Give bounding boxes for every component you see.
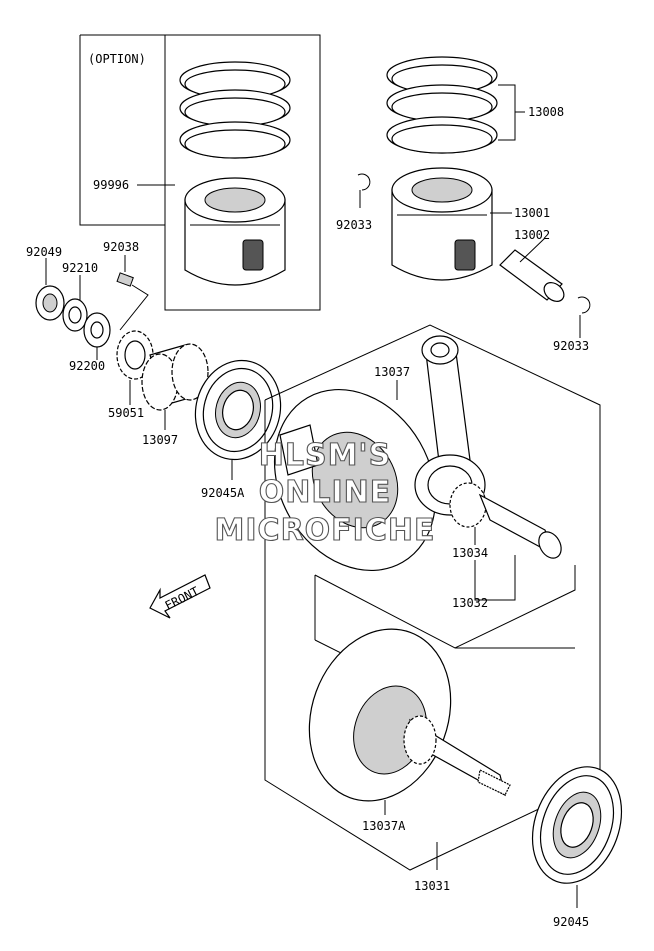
label-92033-top: 92033 — [336, 218, 372, 232]
option-piston-rings — [179, 61, 291, 159]
option-label: (OPTION) — [88, 52, 146, 66]
piston-rings — [386, 56, 498, 154]
oil-seal — [35, 285, 65, 321]
gear-59051 — [116, 330, 154, 380]
label-92045: 92045 — [553, 915, 589, 929]
key — [116, 272, 134, 287]
collar — [62, 298, 88, 332]
label-13034: 13034 — [452, 546, 488, 560]
label-59051: 59051 — [108, 406, 144, 420]
label-13037: 13037 — [374, 365, 410, 379]
watermark-line-3: MICROFICHE — [215, 513, 436, 548]
washer — [83, 312, 111, 348]
front-arrow: FRONT — [149, 574, 211, 619]
bearing-right — [531, 766, 623, 884]
part-labels: 99996 13008 13001 13002 92033 92033 9204… — [26, 105, 589, 929]
label-99996: 99996 — [93, 178, 129, 192]
crank-pin — [478, 493, 562, 559]
label-13097: 13097 — [142, 433, 178, 447]
watermark-line-1: HLSM'S — [259, 438, 391, 473]
label-13037A: 13037A — [362, 819, 406, 833]
piston — [391, 167, 493, 281]
label-13008: 13008 — [528, 105, 564, 119]
circlip-top — [357, 173, 371, 191]
label-92033-bottom: 92033 — [553, 339, 589, 353]
watermark: HLSM'S ONLINE MICROFICHE — [214, 437, 436, 548]
rod-bearing — [449, 482, 487, 528]
label-92200: 92200 — [69, 359, 105, 373]
circlip-bottom — [577, 296, 591, 314]
label-13002: 13002 — [514, 228, 550, 242]
label-92210: 92210 — [62, 261, 98, 275]
label-13031: 13031 — [414, 879, 450, 893]
label-13001: 13001 — [514, 206, 550, 220]
option-piston — [184, 177, 286, 286]
piston-pin — [499, 249, 565, 302]
watermark-line-2: ONLINE — [259, 475, 392, 510]
crank-shaft-upper — [279, 424, 319, 476]
label-92045A: 92045A — [201, 486, 245, 500]
label-92038: 92038 — [103, 240, 139, 254]
label-92049: 92049 — [26, 245, 62, 259]
bearing-left — [194, 359, 282, 461]
option-box: (OPTION) — [79, 34, 321, 311]
crank-web-upper — [273, 388, 437, 572]
crank-web-lower — [308, 628, 511, 802]
label-13032: 13032 — [452, 596, 488, 610]
leader-lines — [45, 84, 581, 908]
gear-13097 — [141, 343, 209, 411]
